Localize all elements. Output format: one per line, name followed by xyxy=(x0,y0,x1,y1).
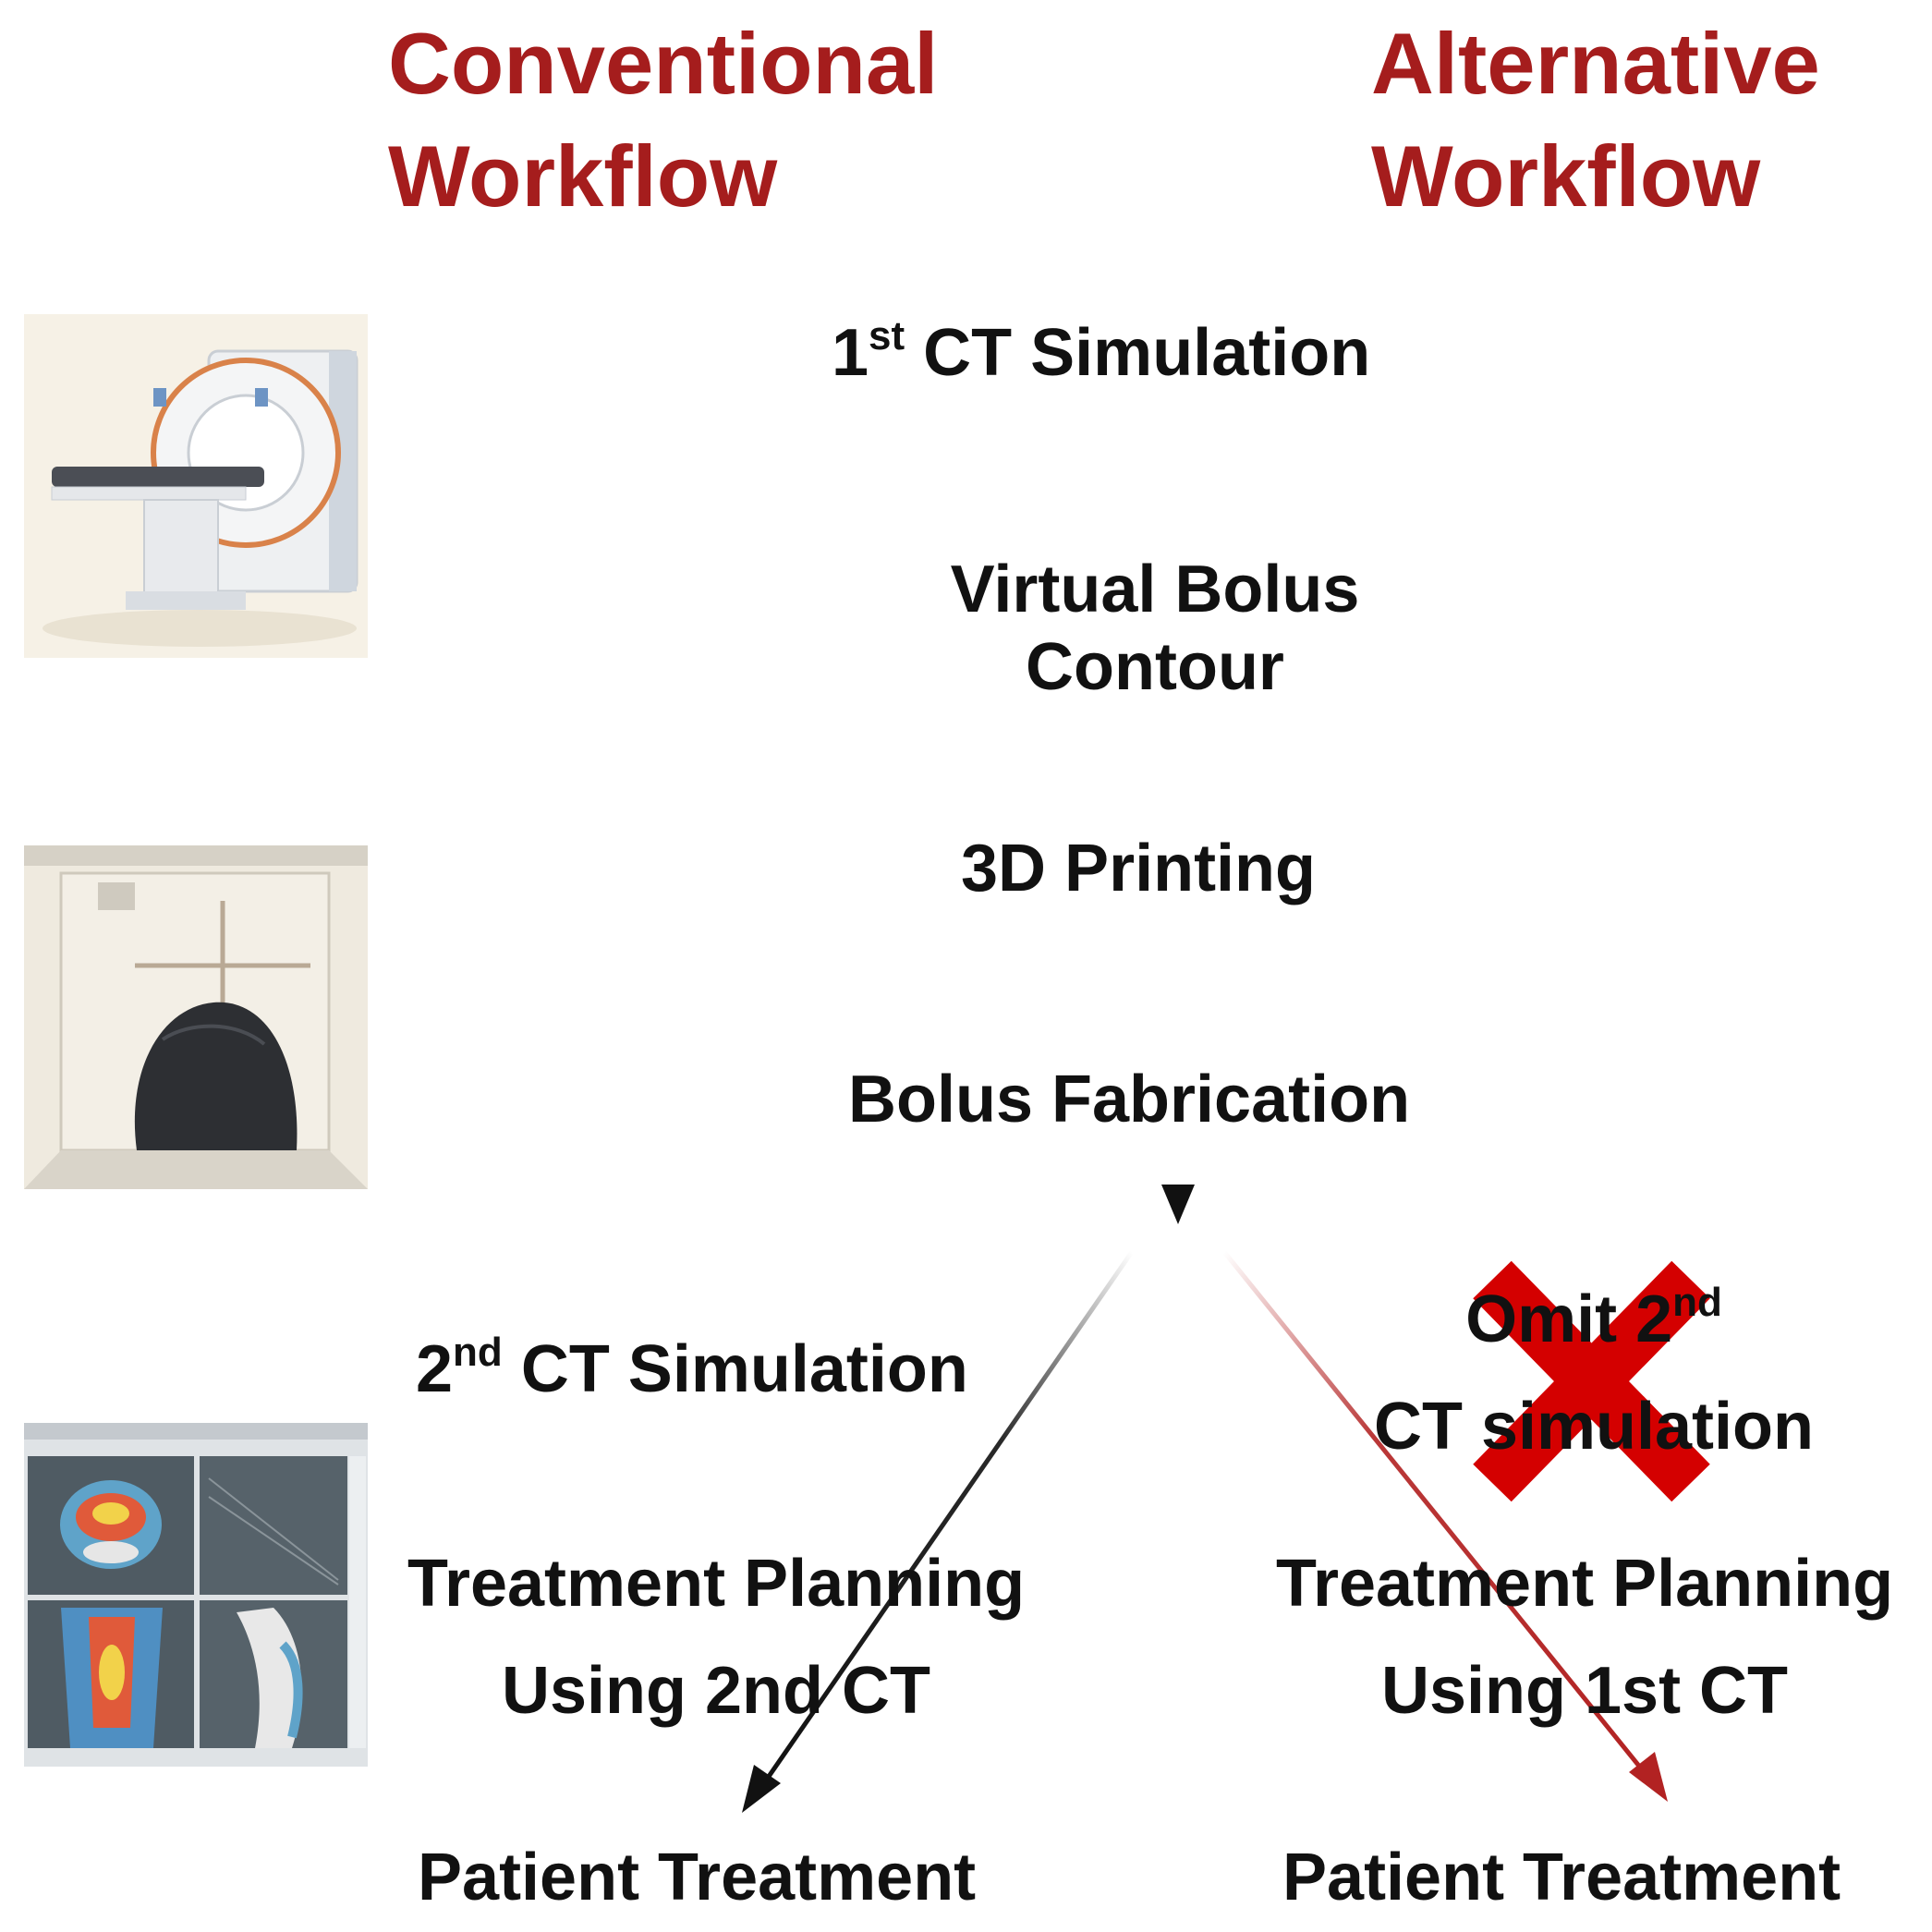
step-text: CT Simulation xyxy=(905,316,1371,390)
step-line: Using 1st CT xyxy=(1380,1654,1789,1728)
alternative-workflow-heading: Alternative Workflow xyxy=(1371,7,1820,233)
omit-second-ct-step: Omit 2nd CT simulation xyxy=(1294,1266,1894,1480)
3d-printer-image xyxy=(24,845,368,1189)
alternative-arrowhead xyxy=(1629,1752,1668,1802)
ct-scanner-illustration xyxy=(24,314,368,658)
ct-scanner-image xyxy=(24,314,368,658)
treatment-planning-alternative-step: Treatment Planning Using 1st CT xyxy=(1238,1530,1931,1744)
step-line: Omit 2nd xyxy=(1294,1266,1894,1373)
second-ct-simulation-step: 2nd CT Simulation xyxy=(416,1331,968,1408)
patient-treatment-alternative-step: Patient Treatment xyxy=(1282,1841,1841,1914)
step-text: CT Simulation xyxy=(502,1332,968,1406)
step-line: CT simulation xyxy=(1373,1390,1814,1464)
treatment-planning-image xyxy=(24,1423,368,1767)
conventional-arrow-line xyxy=(755,1250,1135,1794)
patient-treatment-conventional-step: Patient Treatment xyxy=(418,1841,977,1914)
heading-line: Workflow xyxy=(1371,128,1761,225)
ordinal-suffix: nd xyxy=(453,1330,503,1375)
heading-line: Workflow xyxy=(388,128,778,225)
step-line: Using 2nd CT xyxy=(502,1654,930,1728)
step-text: Omit 2 xyxy=(1465,1282,1673,1356)
alternative-arrow-line xyxy=(1222,1250,1651,1780)
virtual-bolus-contour-step: Virtual Bolus Contour xyxy=(924,551,1386,706)
step-line: Virtual Bolus xyxy=(950,553,1360,626)
conventional-workflow-heading: Conventional Workflow xyxy=(388,7,938,233)
heading-line: Alternative xyxy=(1371,15,1820,112)
ordinal-number: 1 xyxy=(832,316,869,390)
ordinal-suffix: st xyxy=(869,313,905,358)
treatment-planning-conventional-step: Treatment Planning Using 2nd CT xyxy=(370,1530,1063,1744)
ordinal-suffix: nd xyxy=(1672,1280,1722,1325)
3d-printer-bolus-illustration xyxy=(24,845,368,1189)
step-line: Contour xyxy=(1026,630,1284,704)
omit-cross-icon xyxy=(1473,1260,1710,1502)
first-ct-simulation-step: 1st CT Simulation xyxy=(832,314,1370,392)
conventional-arrowhead xyxy=(742,1765,781,1813)
ordinal-number: 2 xyxy=(416,1332,454,1406)
step-line: Treatment Planning xyxy=(407,1547,1026,1621)
3d-printing-step: 3D Printing xyxy=(961,832,1317,905)
main-down-arrowhead xyxy=(1161,1185,1195,1224)
treatment-planning-software-screenshot xyxy=(24,1423,368,1767)
bolus-fabrication-step: Bolus Fabrication xyxy=(848,1063,1411,1136)
heading-line: Conventional xyxy=(388,15,939,112)
step-line: Treatment Planning xyxy=(1275,1547,1894,1621)
